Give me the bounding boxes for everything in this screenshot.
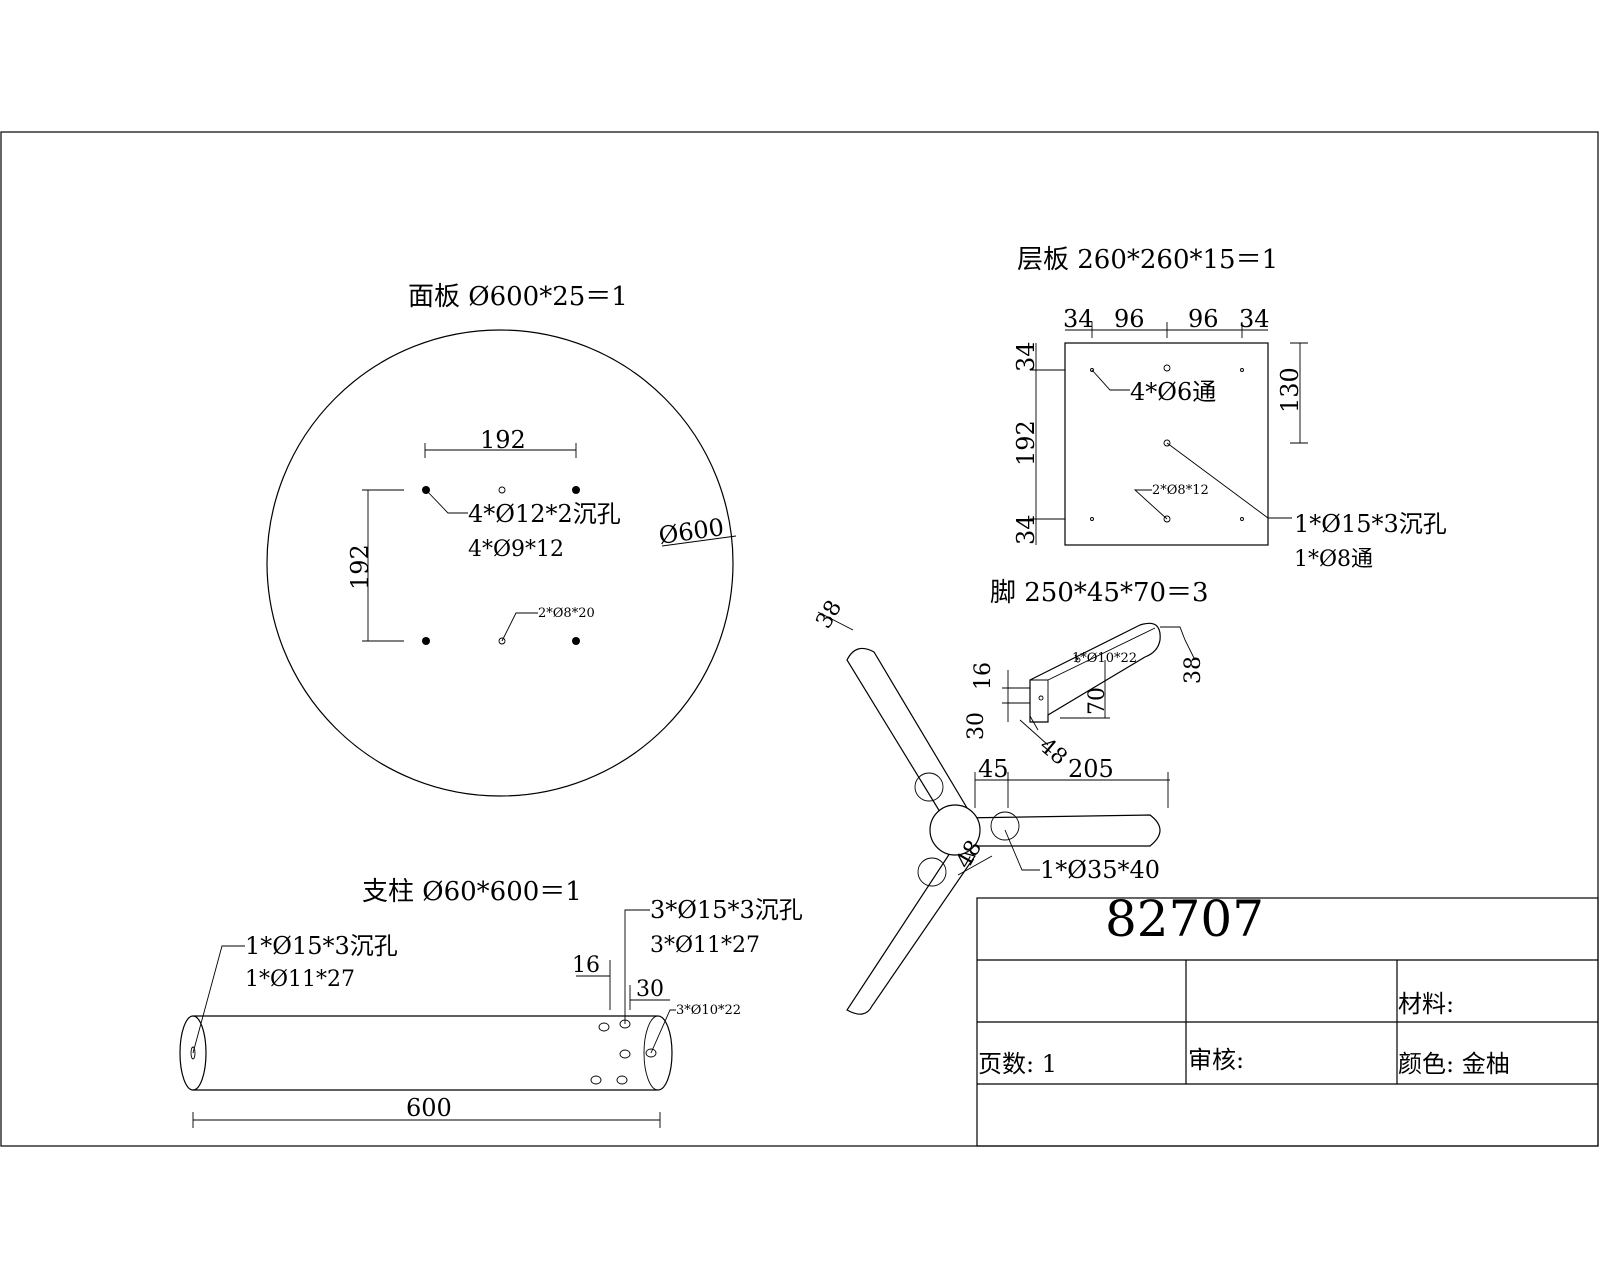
base-hub-label: 1*Ø35*40 <box>1040 856 1160 884</box>
base-hub <box>929 804 981 856</box>
base-dim-45: 45 <box>978 755 1009 783</box>
post-dim-length: 600 <box>406 1094 452 1122</box>
leg-dim-16: 16 <box>971 662 996 690</box>
panel-hole <box>572 486 580 494</box>
material-label: 材料: <box>1398 990 1454 1018</box>
panel-dim-horizontal: 192 <box>480 426 526 454</box>
drawing-number: 82707 <box>1105 890 1264 948</box>
base-arm <box>846 849 976 1015</box>
panel-small-label: 2*Ø8*20 <box>538 606 595 621</box>
shelf-center-label-1: 1*Ø15*3沉孔 <box>1294 510 1447 538</box>
panel-title: 面板 Ø600*25＝1 <box>408 282 628 312</box>
leg-title: 脚 250*45*70＝3 <box>990 578 1209 608</box>
leg-view: 脚 250*45*70＝3 1*Ø10*22 16 30 70 48 38 <box>964 578 1209 771</box>
shelf-center-label-2: 1*Ø8通 <box>1294 547 1373 572</box>
panel-diameter: Ø600 <box>657 513 726 550</box>
post-right-label-1: 3*Ø15*3沉孔 <box>650 896 803 924</box>
title-block: 82707 材料: 页数: 1 审核: 颜色: 金柚 <box>976 890 1599 1147</box>
post-end-right <box>657 1015 673 1091</box>
leg-small-label: 1*Ø10*22 <box>1072 651 1137 666</box>
panel-hole-label-1: 4*Ø12*2沉孔 <box>468 500 621 528</box>
shelf-dim-top-2: 96 <box>1114 305 1145 333</box>
panel-view: 面板 Ø600*25＝1 192 192 4*Ø12*2沉孔 4*Ø9*12 2… <box>266 282 737 797</box>
post-left-label-1: 1*Ø15*3沉孔 <box>245 932 398 960</box>
sheet-border <box>0 131 1599 1147</box>
post-view: 支柱 Ø60*600＝1 1*Ø15*3沉孔 1*Ø11*27 3*Ø15*3沉… <box>179 877 803 1128</box>
shelf-view: 层板 260*260*15＝1 34 96 96 34 34 192 34 13… <box>1012 245 1447 572</box>
review-label: 审核: <box>1188 1046 1244 1074</box>
base-arm <box>846 647 974 826</box>
post-end-left <box>179 1015 207 1091</box>
post-dim-30: 30 <box>636 977 664 1002</box>
panel-hole <box>572 637 580 645</box>
shelf-outline <box>1064 342 1269 546</box>
panel-hole-label-2: 4*Ø9*12 <box>468 537 564 562</box>
panel-small-hole <box>498 637 506 645</box>
post-small-label: 3*Ø10*22 <box>676 1003 741 1018</box>
post-left-label-2: 1*Ø11*27 <box>245 967 355 992</box>
base-arm <box>959 814 1161 847</box>
post-title: 支柱 Ø60*600＝1 <box>362 877 582 907</box>
panel-hole <box>422 637 430 645</box>
shelf-dim-top-3: 96 <box>1188 305 1219 333</box>
post-dim-16: 16 <box>572 953 600 978</box>
shelf-dim-right: 130 <box>1276 367 1304 413</box>
leg-dim-38: 38 <box>1181 656 1206 684</box>
shelf-dim-top-1: 34 <box>1063 305 1094 333</box>
leg-dim-48: 48 <box>1034 733 1072 770</box>
panel-small-hole <box>498 486 506 494</box>
shelf-small-label: 2*Ø8*12 <box>1152 483 1209 498</box>
shelf-dim-left-top: 34 <box>1012 341 1040 372</box>
leg-outline <box>1029 622 1161 723</box>
shelf-hole-label: 4*Ø6通 <box>1130 378 1216 406</box>
shelf-dim-left-mid: 192 <box>1012 420 1040 466</box>
base-dim-205: 205 <box>1068 755 1114 783</box>
pages-label: 页数: 1 <box>978 1050 1057 1078</box>
color-label: 颜色: 金柚 <box>1398 1050 1510 1078</box>
leg-dim-30: 30 <box>964 712 989 740</box>
post-right-label-2: 3*Ø11*27 <box>650 933 760 958</box>
shelf-dim-left-bot: 34 <box>1012 514 1040 545</box>
shelf-dim-top-4: 34 <box>1239 305 1270 333</box>
base-dim-38: 38 <box>812 596 848 633</box>
leg-dim-70: 70 <box>1085 687 1110 715</box>
shelf-title: 层板 260*260*15＝1 <box>1017 245 1278 275</box>
panel-outline <box>266 329 734 797</box>
panel-dim-vertical: 192 <box>346 544 374 590</box>
